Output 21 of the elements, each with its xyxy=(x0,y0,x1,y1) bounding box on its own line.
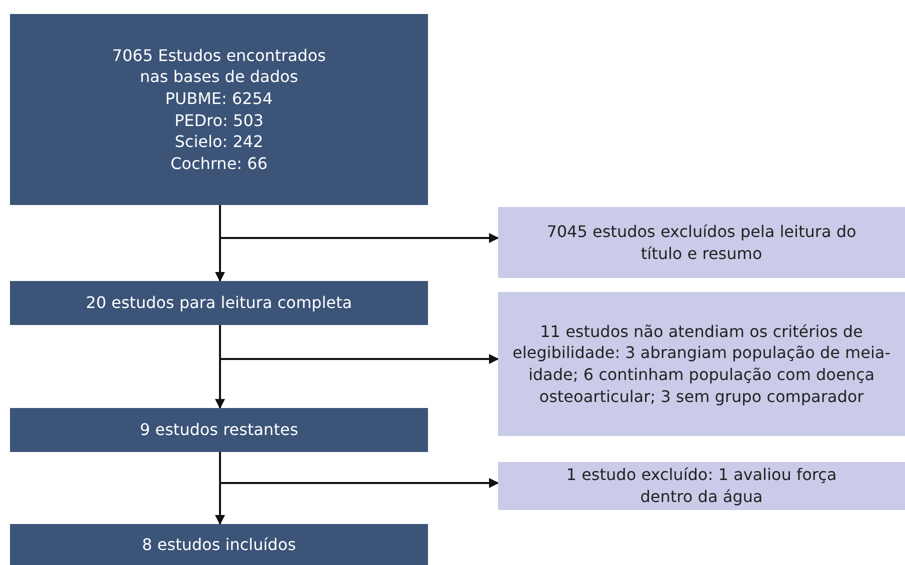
exclusion-box xyxy=(498,462,905,510)
box-text: PEDro: 503 xyxy=(174,110,264,132)
exclusion-box xyxy=(498,207,905,278)
arrow xyxy=(219,452,499,488)
box-text: PUBME: 6254 xyxy=(165,88,273,110)
box-text: 1 estudo excluído: 1 avaliou força dentro da água xyxy=(565,464,838,508)
arrow xyxy=(219,325,499,364)
box-text: 8 estudos incluídos xyxy=(142,534,296,556)
box-text: 7065 Estudos encontrados nas bases de dados xyxy=(111,44,327,88)
process-box xyxy=(10,524,428,565)
box-text: 9 estudos restantes xyxy=(140,419,298,441)
box-text: Scielo: 242 xyxy=(174,131,264,153)
box-text: 20 estudos para leitura completa xyxy=(86,292,352,314)
box-text: 7045 estudos excluídos pela leitura do título e resumo xyxy=(546,220,858,264)
process-box xyxy=(10,408,428,452)
process-box xyxy=(10,281,428,325)
box-text: 11 estudos não atendiam os critérios de elegibilidade: 3 abrangiam população de meia-idade; 6 continham população com doença osteoarticular; 3 sem grupo comparador xyxy=(512,320,892,408)
box-text: Cochrne: 66 xyxy=(170,152,268,174)
arrow xyxy=(219,205,499,243)
process-box xyxy=(10,14,428,205)
exclusion-box xyxy=(498,292,905,436)
